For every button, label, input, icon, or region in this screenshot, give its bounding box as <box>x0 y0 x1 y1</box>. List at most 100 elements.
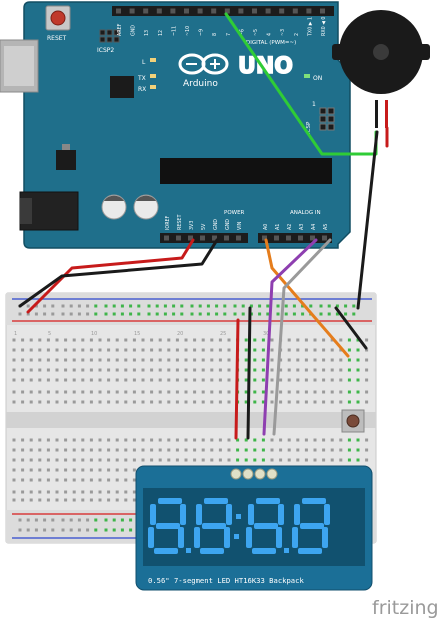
terminal-hole <box>141 338 145 342</box>
terminal-hole <box>218 338 222 342</box>
header-pin[interactable] <box>292 8 298 14</box>
rail-hole <box>223 312 227 316</box>
rail-hole <box>61 304 65 308</box>
rail-hole <box>129 518 133 522</box>
wires <box>18 12 389 440</box>
terminal-hole <box>236 438 240 442</box>
rail-hole <box>34 304 38 308</box>
rail-hole <box>258 312 262 316</box>
terminal-hole <box>175 448 179 452</box>
header-pin[interactable] <box>170 8 176 14</box>
header-pin[interactable] <box>286 235 291 241</box>
header-pin[interactable] <box>184 8 189 14</box>
led-l-label: L <box>142 59 146 66</box>
terminal-hole <box>64 358 68 362</box>
power-pin-label: RESET <box>177 215 183 230</box>
rail-hole <box>266 312 270 316</box>
push-button[interactable] <box>341 409 365 433</box>
header-pin[interactable] <box>252 8 257 14</box>
header-pin[interactable] <box>176 235 181 241</box>
header-pin[interactable] <box>224 8 230 14</box>
terminal-hole <box>270 458 274 462</box>
header-pin[interactable] <box>200 235 205 241</box>
header-pin[interactable] <box>143 8 149 14</box>
header-pin[interactable] <box>310 235 315 241</box>
header-pin[interactable] <box>279 8 285 14</box>
terminal-hole <box>81 498 85 502</box>
reset-button[interactable] <box>50 10 66 26</box>
rail-hole <box>344 304 348 308</box>
terminal-hole <box>98 348 102 352</box>
push-button-cap[interactable] <box>346 414 360 428</box>
header-pin[interactable] <box>320 8 325 14</box>
usb-interface-chip <box>110 76 134 98</box>
terminal-hole <box>150 378 154 382</box>
terminal-hole <box>107 478 111 482</box>
terminal-hole <box>339 358 343 362</box>
header-pin[interactable] <box>212 235 217 241</box>
header-pin[interactable] <box>129 8 135 14</box>
terminal-hole <box>115 438 119 442</box>
reset-label: RESET <box>47 35 67 42</box>
terminal-hole <box>107 400 111 404</box>
terminal-hole <box>124 390 128 394</box>
terminal-hole <box>150 338 154 342</box>
header-pin[interactable] <box>164 235 169 241</box>
terminal-hole <box>279 390 283 394</box>
header-pin[interactable] <box>224 235 229 241</box>
rail-hole <box>18 528 22 532</box>
rail-hole <box>112 312 116 316</box>
header-pin[interactable] <box>306 8 312 14</box>
terminal-hole <box>210 400 214 404</box>
header-pin[interactable] <box>262 235 267 241</box>
terminal-hole <box>38 368 42 372</box>
terminal-hole <box>227 458 231 462</box>
terminal-hole <box>141 390 145 394</box>
terminal-hole <box>132 338 136 342</box>
header-pin[interactable] <box>274 235 279 241</box>
terminal-hole <box>150 348 154 352</box>
header-pin[interactable] <box>298 235 303 241</box>
terminal-hole <box>141 438 145 442</box>
header-pin[interactable] <box>188 235 193 241</box>
terminal-hole <box>29 400 33 404</box>
rail-hole <box>104 304 108 308</box>
terminal-hole <box>64 478 68 482</box>
wire-black-display-gnd <box>246 306 252 440</box>
power-pin-label: 5V <box>201 223 207 230</box>
terminal-hole <box>201 348 205 352</box>
terminal-hole <box>253 390 257 394</box>
terminal-hole <box>313 400 317 404</box>
terminal-hole <box>55 400 59 404</box>
terminal-hole <box>304 338 308 342</box>
header-pin[interactable] <box>116 8 121 14</box>
terminal-hole <box>210 358 214 362</box>
capacitor-1-mark <box>104 195 124 201</box>
terminal-hole <box>38 468 42 472</box>
rail-hole <box>215 312 219 316</box>
header-pin[interactable] <box>211 8 217 14</box>
icsp2-label: ICSP2 <box>97 47 114 54</box>
header-pin[interactable] <box>322 235 327 241</box>
header-pin[interactable] <box>156 8 162 14</box>
segment-a <box>256 498 280 504</box>
terminal-hole <box>322 400 326 404</box>
terminal-hole <box>132 490 136 494</box>
terminal-hole <box>98 368 102 372</box>
terminal-hole <box>12 498 16 502</box>
terminal-hole <box>158 458 162 462</box>
terminal-hole <box>313 348 317 352</box>
header-pin[interactable] <box>197 8 203 14</box>
terminal-hole <box>98 448 102 452</box>
terminal-hole <box>296 390 300 394</box>
terminal-hole <box>72 458 76 462</box>
icsp-pin <box>327 123 335 131</box>
terminal-hole <box>330 458 334 462</box>
header-pin[interactable] <box>236 235 241 241</box>
terminal-hole <box>38 478 42 482</box>
header-pin[interactable] <box>238 8 244 14</box>
buzzer-lead-black <box>375 100 378 128</box>
icsp-pin <box>319 107 327 115</box>
header-pin[interactable] <box>265 8 271 14</box>
